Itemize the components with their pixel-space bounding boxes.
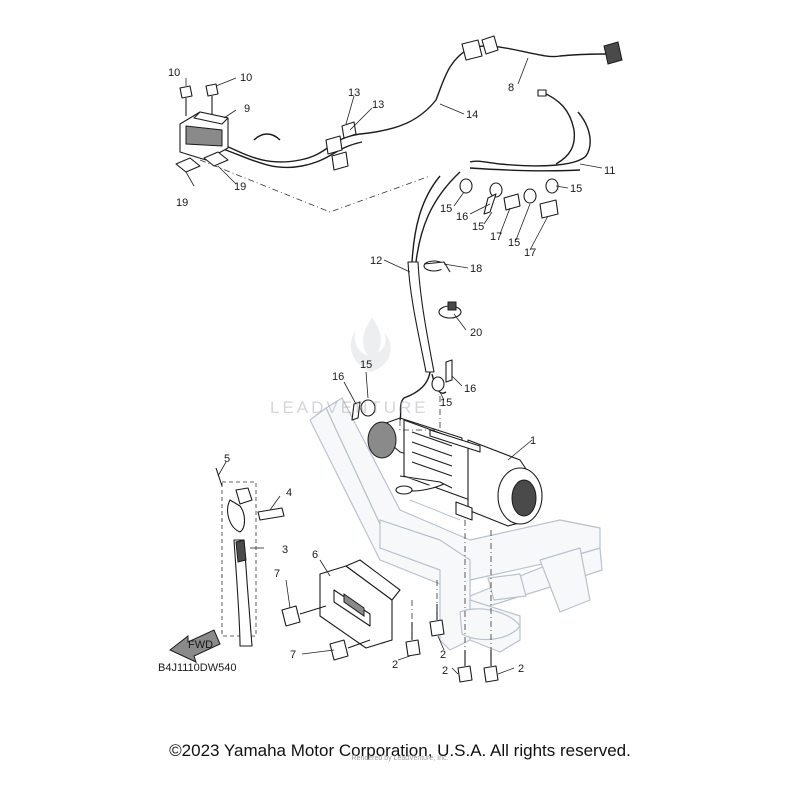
callout-15: 15 [472,221,484,233]
bumper-frame [309,397,603,653]
callout-15: 15 [440,203,452,215]
callout-1: 1 [530,435,536,447]
callout-19: 19 [234,181,246,193]
hook-strap-assembly [215,467,285,647]
diagram-code: B4J1110DW540 [158,662,237,674]
callout-2: 2 [518,663,524,675]
callout-17: 17 [524,247,536,259]
callout-13: 13 [348,87,360,99]
callout-3: 3 [282,544,288,556]
cable-tie-20 [438,301,462,319]
callout-15: 15 [440,397,452,409]
callout-7: 7 [274,568,280,580]
callout-8: 8 [508,82,514,94]
bolt-7-upper [281,605,327,627]
callout-17: 17 [490,231,502,243]
callout-5: 5 [224,453,230,465]
callout-11: 11 [604,165,615,177]
callout-18: 18 [470,263,482,275]
callout-20: 20 [470,327,482,339]
callout-2: 2 [440,649,446,661]
leader-lines [185,57,603,675]
callout-16: 16 [464,383,476,395]
roller-fairlead [319,559,401,649]
callout-15: 15 [508,237,520,249]
callout-16: 16 [456,211,468,223]
wire-harness-14 [199,47,471,213]
callout-2: 2 [392,659,398,671]
wire-conduit-12 [399,171,461,421]
callout-6: 6 [312,549,318,561]
wire-harness-8 [461,35,623,65]
callout-15: 15 [360,359,372,371]
fwd-label: FWD [188,639,213,651]
callout-4: 4 [286,487,292,499]
callout-2: 2 [442,665,448,677]
callout-9: 9 [244,103,250,115]
watermark-text: LEADVENTURE [270,398,429,417]
callout-12: 12 [370,255,382,267]
copyright-notice: ©2023 Yamaha Motor Corporation, U.S.A. A… [169,741,631,760]
callout-10: 10 [168,67,180,79]
fwd-arrow: FWD [169,629,221,663]
callout-14: 14 [466,109,478,121]
watermark-logo [350,318,391,372]
grommets-19 [175,151,229,173]
alignment-lines [399,396,492,650]
cable-tie-18 [423,260,451,273]
callout-16: 16 [332,371,344,383]
wire-harness-11 [469,89,591,172]
callout-13: 13 [372,99,384,111]
callout-15: 15 [570,183,582,195]
callout-labels: 1 2 2 2 2 3 4 5 6 7 7 8 9 10 10 11 12 13… [168,67,615,677]
rendered-by-note: Rendered by LeadVenture, Inc. [351,755,449,762]
callout-7: 7 [290,649,296,661]
relay-box-9 [179,111,229,161]
terminal-caps [351,178,559,421]
bolt-7-lower [329,639,371,661]
bolts-10 [179,83,219,116]
callout-19: 19 [176,197,188,209]
callout-10: 10 [240,72,252,84]
winch-assembly [367,417,543,527]
